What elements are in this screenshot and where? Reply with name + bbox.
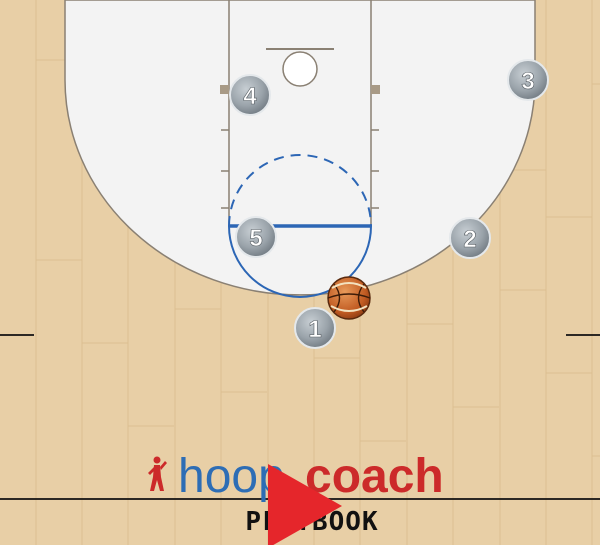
player-number: 5 — [249, 225, 262, 252]
player-token-circle — [449, 217, 491, 259]
lane-hash-marks — [221, 129, 379, 209]
play-button-icon[interactable] — [268, 464, 342, 545]
player-token-circle — [294, 307, 336, 349]
player-token-3[interactable]: 3 — [507, 59, 549, 101]
brand-hoop: hoop — [178, 450, 285, 503]
player-token-1[interactable]: 1 — [294, 307, 336, 349]
player-number: 1 — [308, 316, 321, 343]
player-token-circle — [507, 59, 549, 101]
free-throw-circle-top — [228, 154, 372, 227]
block-mark-left — [220, 85, 229, 94]
players: 4 3 5 2 1 — [229, 59, 549, 349]
basketball-icon — [327, 276, 371, 320]
player-token-4[interactable]: 4 — [229, 74, 271, 116]
player-token-2[interactable]: 2 — [449, 217, 491, 259]
player-number: 4 — [243, 83, 257, 110]
player-token-5[interactable]: 5 — [235, 216, 277, 258]
brand-coach: coach — [305, 450, 444, 503]
player-token-circle — [229, 74, 271, 116]
player-number: 3 — [521, 68, 534, 95]
player-silhouette-icon — [148, 456, 167, 491]
player-number: 2 — [463, 226, 476, 253]
player-token-circle — [235, 216, 277, 258]
block-mark-right — [371, 85, 380, 94]
free-throw-circle-bottom — [228, 225, 372, 298]
hoopcoach-logo: hoop coach — [148, 450, 444, 503]
rim — [282, 51, 318, 87]
